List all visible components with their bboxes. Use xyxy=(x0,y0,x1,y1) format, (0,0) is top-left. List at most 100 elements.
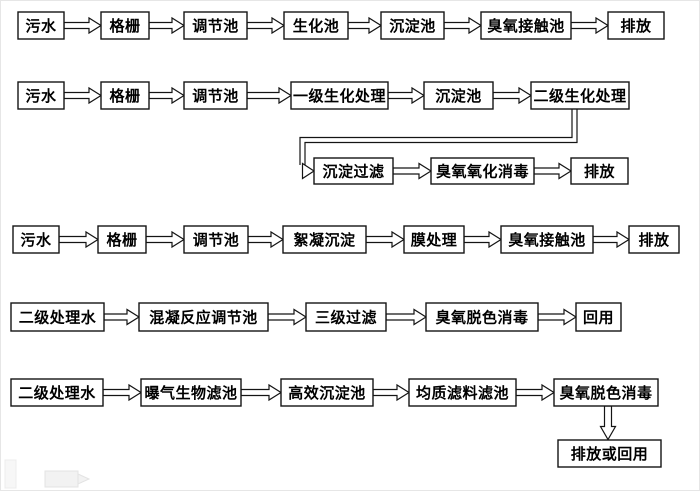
flow4-label-coagulation-reaction-regulating-tank: 混凝反应调节池 xyxy=(149,309,258,327)
arrow-right-icon xyxy=(365,230,406,249)
flow1-box-bar-screen: 格栅 xyxy=(100,11,150,40)
flow1-box-sedimentation-tank: 沉淀池 xyxy=(380,11,445,40)
flow3-box-membrane-treatment: 膜处理 xyxy=(403,225,465,254)
flow5-label-high-efficiency-sedimentation-tank: 高效沉淀池 xyxy=(288,384,366,402)
arrow-right-icon xyxy=(347,16,383,35)
flow3-box-bar-screen: 格栅 xyxy=(97,225,147,254)
flow2-label-regulating-tank: 调节池 xyxy=(192,87,239,105)
flow4-box-coagulation-reaction-regulating-tank: 混凝反应调节池 xyxy=(138,302,269,332)
flow4-label-tertiary-filtration: 三级过滤 xyxy=(315,309,377,327)
arrow-right-icon xyxy=(463,230,503,249)
arrow-right-icon xyxy=(537,308,578,326)
flow5-box-high-efficiency-sedimentation-tank: 高效沉淀池 xyxy=(280,378,374,407)
arrow-right-icon xyxy=(387,86,426,105)
flow2-label-discharge: 排放 xyxy=(584,163,616,181)
flow5-box-biological-aerated-filter: 曝气生物滤池 xyxy=(140,378,242,407)
flow5-label-homogeneous-media-filter: 均质滤料滤池 xyxy=(416,384,509,402)
flow1-box-sewage: 污水 xyxy=(17,11,65,40)
arrow-right-icon xyxy=(240,383,283,402)
flow2-box-regulating-tank: 调节池 xyxy=(183,81,248,110)
arrow-right-icon xyxy=(392,162,433,180)
flow3: 污水 格栅 调节池 絮凝沉淀 膜处理 臭氧接触池 排放 xyxy=(12,225,680,254)
arrow-right-icon xyxy=(443,16,483,35)
flow5-label-discharge-or-reuse: 排放或回用 xyxy=(571,445,649,463)
flow2-elbow-connector xyxy=(299,109,578,180)
flow1-box-biochemical-tank: 生化池 xyxy=(283,11,349,40)
flow3-label-regulating-tank: 调节池 xyxy=(193,231,240,249)
flow4-box-reuse: 回用 xyxy=(575,302,622,332)
flow5-label-secondary-treated-water: 二级处理水 xyxy=(18,384,96,402)
arrow-right-icon xyxy=(267,308,308,326)
arrow-right-icon xyxy=(145,230,186,249)
flow2-label-sedimentation-filtration: 沉淀过滤 xyxy=(322,163,384,181)
arrow-right-icon xyxy=(63,86,103,105)
flow4-label-reuse: 回用 xyxy=(583,309,614,327)
flow5-label-ozone-decolorization-disinfection: 臭氧脱色消毒 xyxy=(559,384,652,402)
arrow-right-icon xyxy=(58,230,100,249)
arrow-right-icon xyxy=(103,308,141,326)
flow2-label-sewage: 污水 xyxy=(25,87,57,105)
arrow-down-icon xyxy=(599,405,617,441)
arrow-right-icon xyxy=(533,162,573,180)
flow1-label-biochemical-tank: 生化池 xyxy=(293,17,340,35)
flow3-box-flocculation-sedimentation: 絮凝沉淀 xyxy=(282,225,367,254)
flow2-label-primary-biochemical-treatment: 一级生化处理 xyxy=(293,87,386,105)
flow4-label-secondary-treated-water: 二级处理水 xyxy=(19,309,97,327)
arrow-right-icon xyxy=(246,86,293,105)
flow2-label-sedimentation-tank: 沉淀池 xyxy=(435,87,482,105)
arrow-right-icon xyxy=(385,308,428,326)
flow3-label-discharge: 排放 xyxy=(638,231,670,249)
flow2-box-discharge: 排放 xyxy=(570,157,629,185)
flow5: 二级处理水 曝气生物滤池 高效沉淀池 均质滤料滤池 臭氧脱色消毒 排放或回用 xyxy=(10,378,662,468)
flow2-box-sedimentation-tank: 沉淀池 xyxy=(423,81,494,110)
arrow-right-icon xyxy=(246,16,286,35)
arrow-right-icon xyxy=(63,16,103,35)
arrow-right-icon xyxy=(148,86,186,105)
flow2-box-sedimentation-filtration: 沉淀过滤 xyxy=(313,157,394,185)
flow5-arrows xyxy=(102,383,617,441)
flow3-label-sewage: 污水 xyxy=(20,231,52,249)
flow4: 二级处理水 混凝反应调节池 三级过滤 臭氧脱色消毒 回用 xyxy=(10,302,622,332)
flow1-label-sewage: 污水 xyxy=(25,17,57,35)
flow3-arrows xyxy=(58,230,631,249)
flow4-arrows xyxy=(103,308,578,326)
arrow-right-icon xyxy=(492,86,533,105)
flow1-box-discharge: 排放 xyxy=(607,11,665,40)
arrow-right-icon xyxy=(102,383,143,402)
flow2-box-bar-screen: 格栅 xyxy=(100,81,150,110)
flow1-label-ozone-contact-tank: 臭氧接触池 xyxy=(487,17,565,35)
flow2-elbow-arrowhead-icon xyxy=(301,162,316,180)
flow2-label-bar-screen: 格栅 xyxy=(109,87,140,105)
flow3-label-bar-screen: 格栅 xyxy=(106,231,137,249)
flow2-box-secondary-biochemical-treatment: 二级生化处理 xyxy=(530,81,630,110)
arrow-right-icon xyxy=(570,16,610,35)
flow1-arrows xyxy=(63,16,610,35)
flow1: 污水 格栅 调节池 生化池 沉淀池 臭氧接触池 排放 xyxy=(17,11,665,40)
flow2-arrows xyxy=(63,86,573,180)
arrow-right-icon xyxy=(592,230,631,249)
flow3-label-membrane-treatment: 膜处理 xyxy=(411,231,458,249)
flow2-label-secondary-biochemical-treatment: 二级生化处理 xyxy=(533,87,626,105)
flow2-box-primary-biochemical-treatment: 一级生化处理 xyxy=(290,81,389,110)
watermark-ghost-box-arrow-icon xyxy=(4,459,91,489)
flow5-box-discharge-or-reuse: 排放或回用 xyxy=(557,439,662,468)
flow4-box-ozone-decolorization-disinfection: 臭氧脱色消毒 xyxy=(425,302,539,332)
flow1-label-sedimentation-tank: 沉淀池 xyxy=(389,17,436,35)
flow1-box-ozone-contact-tank: 臭氧接触池 xyxy=(480,11,572,40)
flow3-box-ozone-contact-tank: 臭氧接触池 xyxy=(500,225,594,254)
flow4-box-tertiary-filtration: 三级过滤 xyxy=(305,302,387,332)
flow2: 污水 格栅 调节池 一级生化处理 沉淀池 二级生化处理 沉淀过滤 臭氧氧化消毒 xyxy=(17,81,630,185)
flow4-label-ozone-decolorization-disinfection: 臭氧脱色消毒 xyxy=(435,309,528,327)
flow3-box-regulating-tank: 调节池 xyxy=(183,225,249,254)
flow4-box-secondary-treated-water: 二级处理水 xyxy=(10,302,105,332)
flow1-box-regulating-tank: 调节池 xyxy=(183,11,248,40)
arrow-right-icon xyxy=(372,383,411,402)
flow5-label-biological-aerated-filter: 曝气生物滤池 xyxy=(144,384,237,402)
flow2-box-ozone-oxidation-disinfection: 臭氧氧化消毒 xyxy=(430,157,535,185)
flow5-box-ozone-decolorization-disinfection: 臭氧脱色消毒 xyxy=(553,378,659,407)
flow2-label-ozone-oxidation-disinfection: 臭氧氧化消毒 xyxy=(436,163,529,181)
flow3-label-flocculation-sedimentation: 絮凝沉淀 xyxy=(293,231,356,249)
flow1-label-regulating-tank: 调节池 xyxy=(192,17,239,35)
